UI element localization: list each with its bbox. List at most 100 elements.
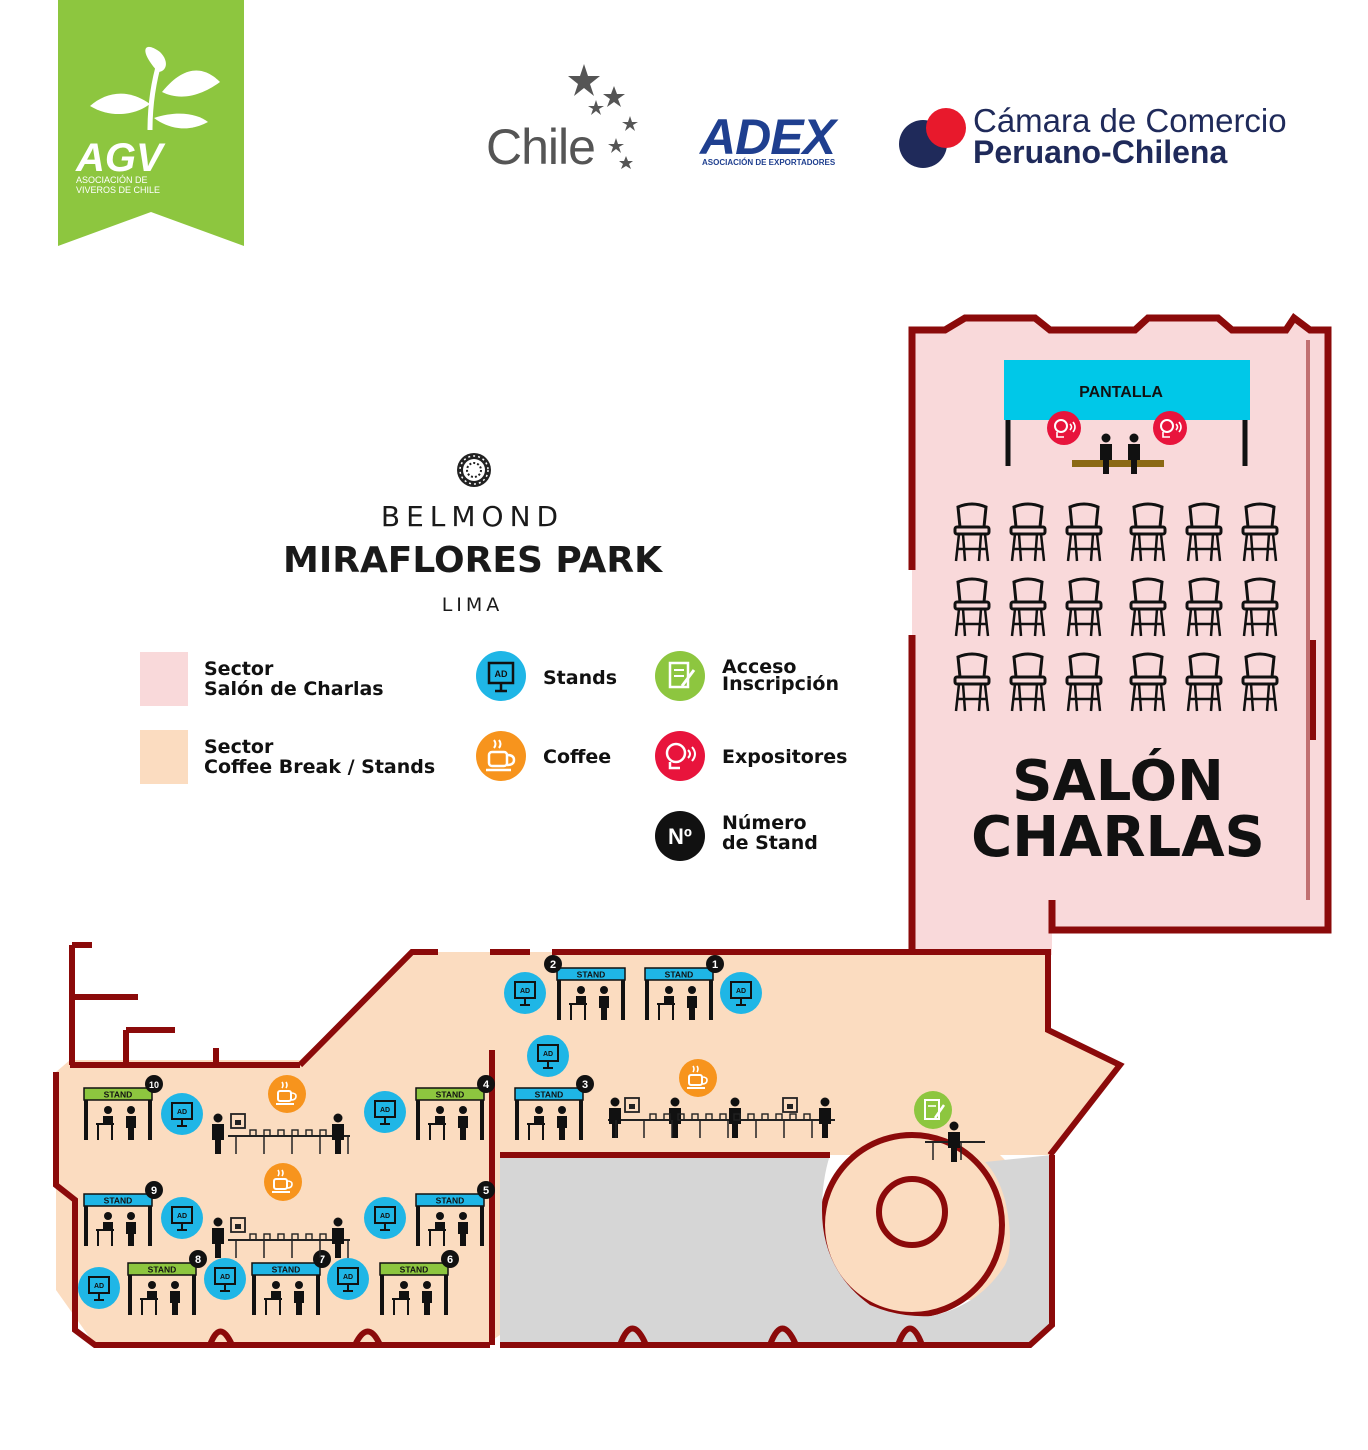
salon-charlas-room: PANTALLA SALÓN CHARLAS bbox=[908, 312, 1332, 955]
chair-icon bbox=[1009, 652, 1047, 712]
floor-plan-walls bbox=[53, 942, 1125, 1348]
adex-logo: ADEX ASOCIACIÓN DE EXPORTADORES bbox=[700, 108, 855, 170]
agv-logo-subtitle: ASOCIACIÓN DE VIVEROS DE CHILE bbox=[76, 175, 161, 195]
cup-icon bbox=[691, 1113, 699, 1121]
chair-icon bbox=[953, 577, 991, 637]
person-icon bbox=[729, 1097, 741, 1138]
stand-booth-label: STAND bbox=[535, 1090, 564, 1100]
stand-booth-label: STAND bbox=[272, 1265, 301, 1275]
stand-number-text: 4 bbox=[483, 1079, 490, 1091]
stand-marker-icon: AD bbox=[327, 1258, 369, 1300]
stand-number-text: 3 bbox=[582, 1079, 588, 1091]
chair-icon bbox=[953, 652, 991, 712]
coffee-machine-icon bbox=[230, 1217, 246, 1233]
chair-icon bbox=[953, 502, 991, 562]
chair-icon bbox=[1065, 502, 1103, 562]
stand-marker-icon: AD bbox=[504, 972, 546, 1014]
expositor-icon bbox=[1153, 411, 1187, 445]
stand-number-text: 10 bbox=[149, 1080, 159, 1090]
person-icon bbox=[332, 1113, 344, 1154]
stand-booth-label: STAND bbox=[436, 1196, 465, 1206]
person-icon bbox=[819, 1097, 831, 1138]
stand-booth: STAND 4 bbox=[415, 1075, 495, 1140]
stand-marker-label: AD bbox=[177, 1213, 187, 1220]
venue-city: LIMA bbox=[441, 594, 504, 616]
stand-marker-icon: AD bbox=[364, 1197, 406, 1239]
cup-icon bbox=[277, 1129, 285, 1137]
coffee-marker-icon bbox=[264, 1163, 302, 1201]
cup-icon bbox=[263, 1233, 271, 1241]
stand-booth-label: STAND bbox=[436, 1090, 465, 1100]
cup-icon bbox=[705, 1113, 713, 1121]
coffee-machine-icon bbox=[782, 1097, 798, 1113]
stand-number-badge: 5 bbox=[477, 1181, 495, 1199]
screen-pantalla bbox=[1004, 360, 1250, 420]
stand-booth: STAND 8 bbox=[127, 1250, 207, 1315]
stand-number-text: 2 bbox=[550, 959, 556, 971]
chair-icon bbox=[1241, 577, 1279, 637]
person-icon bbox=[212, 1217, 224, 1258]
cup-icon bbox=[775, 1113, 783, 1121]
adex-logo-text: ADEX bbox=[700, 109, 836, 165]
cup-icon bbox=[249, 1129, 257, 1137]
chair-icon bbox=[1129, 502, 1167, 562]
coffee-machine-icon bbox=[230, 1113, 246, 1129]
camara-logo: Cámara de Comercio Peruano-Chilena bbox=[898, 100, 1348, 172]
cup-icon bbox=[761, 1113, 769, 1121]
cup-icon bbox=[319, 1233, 327, 1241]
agv-logo-text: AGV bbox=[76, 136, 163, 180]
legend-acceso-label: Acceso Inscripción bbox=[722, 656, 840, 695]
stand-number-badge: 9 bbox=[145, 1181, 163, 1199]
stand-marker-label: AD bbox=[177, 1109, 187, 1116]
stand-marker-icon: AD bbox=[720, 972, 762, 1014]
stand-number-badge: 4 bbox=[477, 1075, 495, 1093]
stand-marker-label: AD bbox=[220, 1274, 230, 1281]
agv-logo: AGV ASOCIACIÓN DE VIVEROS DE CHILE bbox=[58, 0, 244, 246]
camara-logo-line2: Peruano-Chilena bbox=[973, 134, 1228, 170]
cup-icon bbox=[263, 1129, 271, 1137]
stand-booth: STAND 7 bbox=[251, 1250, 331, 1315]
camara-logo-line1: Cámara de Comercio bbox=[973, 102, 1287, 139]
stand-number-text: 8 bbox=[195, 1254, 201, 1266]
stand-booth-label: STAND bbox=[104, 1196, 133, 1206]
stand-marker-label: AD bbox=[343, 1274, 353, 1281]
cup-icon bbox=[789, 1113, 797, 1121]
stand-booth-label: STAND bbox=[148, 1265, 177, 1275]
stand-marker-label: AD bbox=[736, 988, 746, 995]
stand-marker-label: AD bbox=[380, 1107, 390, 1114]
legend-numero-label: Número de Stand bbox=[722, 812, 818, 854]
chair-icon bbox=[1185, 502, 1223, 562]
cup-icon bbox=[305, 1129, 313, 1137]
chair-icon bbox=[1241, 502, 1279, 562]
stand-number-text: 6 bbox=[447, 1254, 453, 1266]
stand-booth-label: STAND bbox=[104, 1090, 133, 1100]
person-icon bbox=[948, 1121, 960, 1162]
stand-number-text: 7 bbox=[319, 1254, 325, 1266]
salon-title-line1: SALÓN bbox=[1012, 749, 1224, 814]
stand-marker-icon: AD bbox=[364, 1091, 406, 1133]
person-icon bbox=[212, 1113, 224, 1154]
stand-marker-label: AD bbox=[520, 988, 530, 995]
legend-stands-label: Stands bbox=[543, 667, 618, 689]
stand-number-badge: 1 bbox=[706, 955, 724, 973]
chair-icon bbox=[1065, 652, 1103, 712]
stand-booth-label: STAND bbox=[577, 970, 606, 980]
salon-title-line2: CHARLAS bbox=[971, 805, 1265, 870]
expositor-icon bbox=[1047, 411, 1081, 445]
cup-icon bbox=[747, 1113, 755, 1121]
stand-number-text: 9 bbox=[151, 1185, 157, 1197]
stand-number-badge: 10 bbox=[145, 1075, 163, 1093]
stand-booth-label: STAND bbox=[665, 970, 694, 980]
cup-icon bbox=[291, 1233, 299, 1241]
legend-expositores-label: Expositores bbox=[722, 746, 848, 768]
chair-icon bbox=[1185, 577, 1223, 637]
cup-icon bbox=[677, 1113, 685, 1121]
stand-booth: STAND 3 bbox=[514, 1075, 594, 1140]
cup-icon bbox=[277, 1233, 285, 1241]
chair-icon bbox=[1185, 652, 1223, 712]
cup-icon bbox=[305, 1233, 313, 1241]
legend-salon-swatch bbox=[140, 652, 188, 706]
person-icon bbox=[1100, 433, 1112, 474]
stand-marker-icon: AD bbox=[161, 1093, 203, 1135]
stand-marker-icon: AD bbox=[161, 1197, 203, 1239]
